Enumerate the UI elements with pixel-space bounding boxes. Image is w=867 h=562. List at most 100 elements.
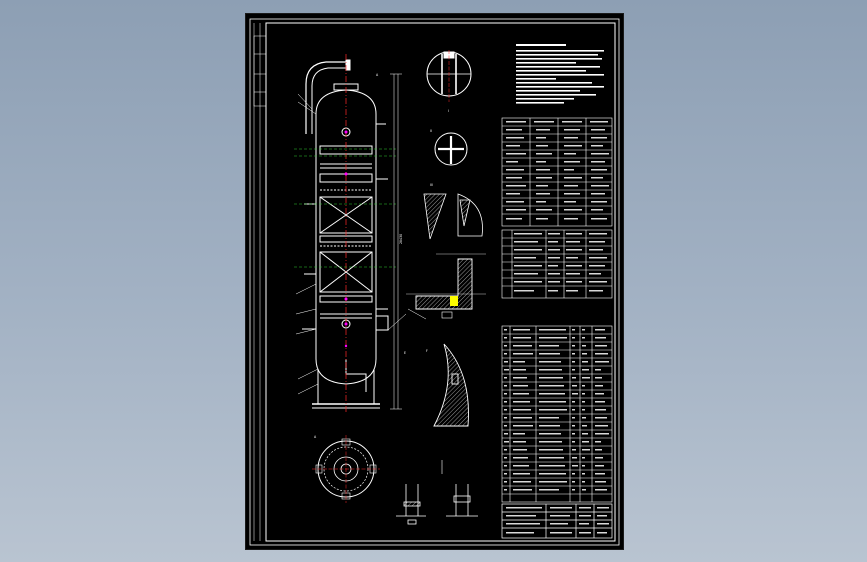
parts-cell-text (595, 401, 605, 403)
bolt-detail-2 (446, 484, 478, 517)
parts-cell-text (572, 457, 577, 459)
parts-cell-text (595, 425, 608, 427)
parts-cell-text (582, 489, 586, 491)
height-dimension (390, 73, 402, 410)
parts-cell-text (539, 441, 562, 443)
parts-cell-text (582, 361, 588, 363)
parts-cell-text (595, 385, 603, 387)
parts-cell-text (513, 393, 529, 395)
parts-cell-text (539, 345, 559, 347)
parts-cell-text (513, 481, 531, 483)
parts-cell-text (504, 385, 507, 387)
parts-cell-text (513, 345, 532, 347)
parts-cell-text (504, 457, 507, 459)
parts-cell-text (513, 329, 530, 331)
parts-cell-text (572, 489, 575, 491)
parts-cell-text (582, 473, 585, 475)
parts-cell-text (572, 409, 575, 411)
label-F: F (426, 349, 428, 353)
parts-cell-text (539, 401, 566, 403)
parts-cell-text (572, 425, 575, 427)
parts-cell-text (539, 489, 559, 491)
parts-cell-text (582, 353, 587, 355)
parts-cell-text (595, 353, 608, 355)
parts-cell-text (595, 369, 601, 371)
parts-cell-text (595, 433, 609, 435)
parts-cell-text (572, 361, 575, 363)
parts-cell-text (582, 433, 588, 435)
label-A2: A (314, 435, 317, 439)
parts-cell-text (513, 385, 528, 387)
parts-cell-text (504, 353, 507, 355)
parts-cell-text (582, 417, 586, 419)
parts-cell-text (595, 377, 602, 379)
parts-cell-text (539, 377, 563, 379)
parts-cell-text (539, 473, 566, 475)
parts-cell-text (595, 337, 606, 339)
parts-cell-text (504, 465, 507, 467)
parts-cell-text (504, 409, 507, 411)
inner-border (265, 22, 616, 542)
parts-cell-text (513, 337, 531, 339)
parts-cell-text (582, 425, 587, 427)
detail-II (434, 132, 468, 166)
parts-cell-text (504, 481, 507, 483)
parts-cell-text (539, 337, 567, 339)
design-data-fill (506, 121, 609, 220)
title-block-fill (506, 507, 609, 534)
parts-cell-text (572, 473, 575, 475)
parts-cell-text (504, 473, 507, 475)
cad-drawing: 28430 A E A I II (249, 18, 620, 546)
parts-cell-text (513, 449, 527, 451)
parts-cell-text (513, 465, 529, 467)
parts-cell-text (572, 433, 575, 435)
parts-cell-text (572, 369, 575, 371)
height-label: 28430 (399, 234, 403, 244)
label-III: III (430, 183, 433, 187)
leader-lines-left (295, 93, 319, 395)
parts-cell-text (582, 481, 585, 483)
parts-cell-text (539, 433, 561, 435)
parts-cell-text (504, 449, 507, 451)
parts-cell-text (513, 353, 533, 355)
parts-cell-text (504, 489, 507, 491)
parts-cell-text (582, 409, 585, 411)
nozzle-table-fill (514, 233, 607, 292)
parts-cell-text (504, 337, 507, 339)
parts-cell-text (572, 417, 575, 419)
parts-cell-text (572, 353, 575, 355)
parts-cell-text (582, 393, 585, 395)
parts-cell-text (539, 409, 567, 411)
parts-cell-text (539, 449, 563, 451)
column-vessel (302, 59, 389, 409)
parts-cell-text (539, 369, 562, 371)
parts-cell-text (513, 433, 525, 435)
drawing-sheet: 28430 A E A I II (245, 13, 624, 550)
parts-cell-text (595, 449, 602, 451)
parts-cell-text (595, 473, 605, 475)
parts-cell-text (504, 393, 507, 395)
technical-notes (516, 44, 604, 104)
parts-cell-text (513, 441, 526, 443)
parts-cell-text (595, 345, 607, 347)
parts-cell-text (595, 361, 609, 363)
label-I: I (448, 109, 449, 113)
left-margin-strip (253, 23, 267, 541)
bolt-detail-1 (396, 484, 426, 525)
parts-cell-text (582, 385, 585, 387)
parts-cell-text (504, 377, 507, 379)
label-E: E (404, 351, 406, 355)
parts-cell-text (539, 417, 559, 419)
parts-cell-text (513, 409, 531, 411)
parts-cell-text (504, 433, 508, 435)
parts-cell-text (572, 441, 575, 443)
parts-cell-text (513, 377, 527, 379)
parts-cell-text (513, 417, 532, 419)
parts-cell-text (595, 465, 604, 467)
parts-cell-text (595, 329, 605, 331)
nozzle-table (501, 229, 613, 299)
parts-cell-text (572, 449, 576, 451)
parts-cell-text (539, 393, 565, 395)
parts-cell-text (572, 465, 578, 467)
parts-cell-text (513, 425, 533, 427)
